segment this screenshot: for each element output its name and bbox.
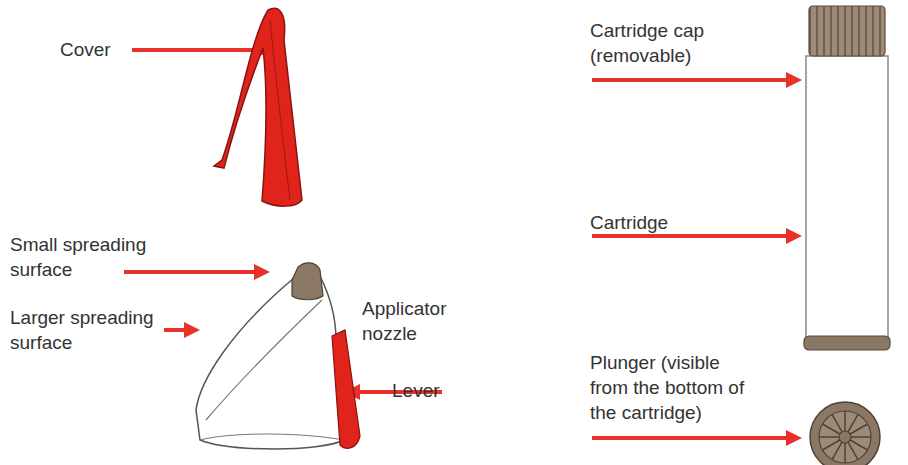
part-label: Cover xyxy=(60,37,130,62)
plunger xyxy=(810,402,880,465)
part-label: Plunger (visible from the bottom of the … xyxy=(590,350,755,425)
part-label: Lever xyxy=(392,378,472,403)
part-label: Cartridge xyxy=(590,210,770,235)
part-label: Cartridge cap (removable) xyxy=(590,18,795,68)
cartridge xyxy=(804,6,890,350)
applicator xyxy=(196,263,360,449)
cover-shape xyxy=(214,8,302,206)
part-label: Small spreading surface xyxy=(10,232,175,282)
part-label: Larger spreading surface xyxy=(10,305,162,355)
part-label: Applicator nozzle xyxy=(362,296,477,346)
